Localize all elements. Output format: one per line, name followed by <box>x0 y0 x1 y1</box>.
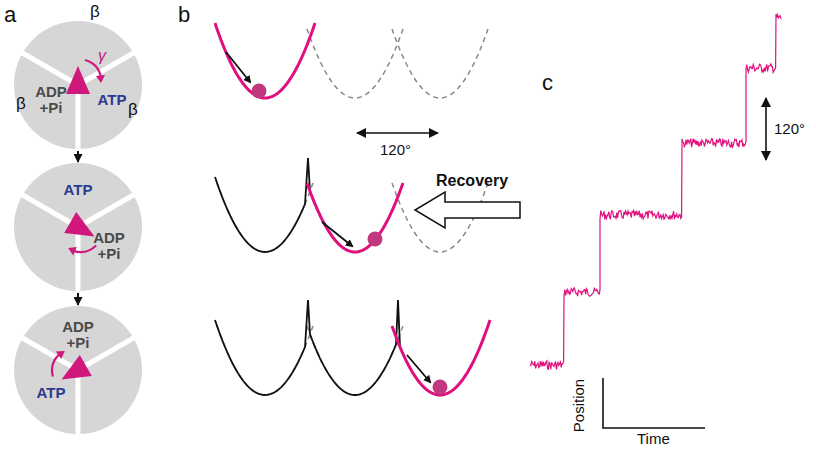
angle-arrow <box>357 132 438 134</box>
nucleotide-label: ADP +Pi <box>90 230 128 262</box>
rotor-label: γ <box>98 48 106 65</box>
potential-curve <box>307 183 403 252</box>
axis-label: Time <box>637 430 670 447</box>
axes <box>603 378 705 428</box>
angle-label: 120° <box>380 141 411 158</box>
axis-label: Position <box>571 378 588 431</box>
ball <box>433 380 448 395</box>
recovery-arrow <box>415 192 520 228</box>
subunit-ring: ADP +PiATP <box>13 305 143 435</box>
motion-arrow <box>322 222 352 246</box>
potential-curve <box>215 158 344 252</box>
potential-curve <box>392 320 490 395</box>
panel-letter: b <box>178 2 190 28</box>
motion-arrow <box>407 355 430 382</box>
subunit-ring: ATP ADP +Pi <box>13 162 143 292</box>
nucleotide-label: ADP +Pi <box>59 319 97 351</box>
angle-label: 120° <box>774 120 805 137</box>
rotation-trace <box>530 14 782 369</box>
ball <box>252 84 267 99</box>
subunit-ring: βββγADP +PiATP <box>13 20 143 150</box>
subunit-label: β <box>16 95 26 113</box>
potential-curve <box>215 23 315 98</box>
potential-curve <box>392 29 488 98</box>
step-arrow <box>77 292 79 305</box>
step-arrow <box>765 98 767 160</box>
nucleotide-label: ATP <box>37 385 66 401</box>
subunit-label: β <box>90 3 100 21</box>
nucleotide-label: ATP <box>98 92 127 108</box>
motion-arrow <box>226 52 250 82</box>
potential-curve <box>307 29 403 98</box>
step-arrow <box>77 150 79 162</box>
nucleotide-label: ADP +Pi <box>32 84 70 116</box>
subunit-label: β <box>128 101 138 119</box>
ball <box>368 232 383 247</box>
nucleotide-label: ATP <box>64 182 93 198</box>
panel-letter: c <box>542 70 553 96</box>
panel-letter: a <box>4 2 16 28</box>
recovery-label: Recovery <box>436 172 508 190</box>
ring-drawing <box>13 20 143 150</box>
potential-curve <box>215 300 430 395</box>
